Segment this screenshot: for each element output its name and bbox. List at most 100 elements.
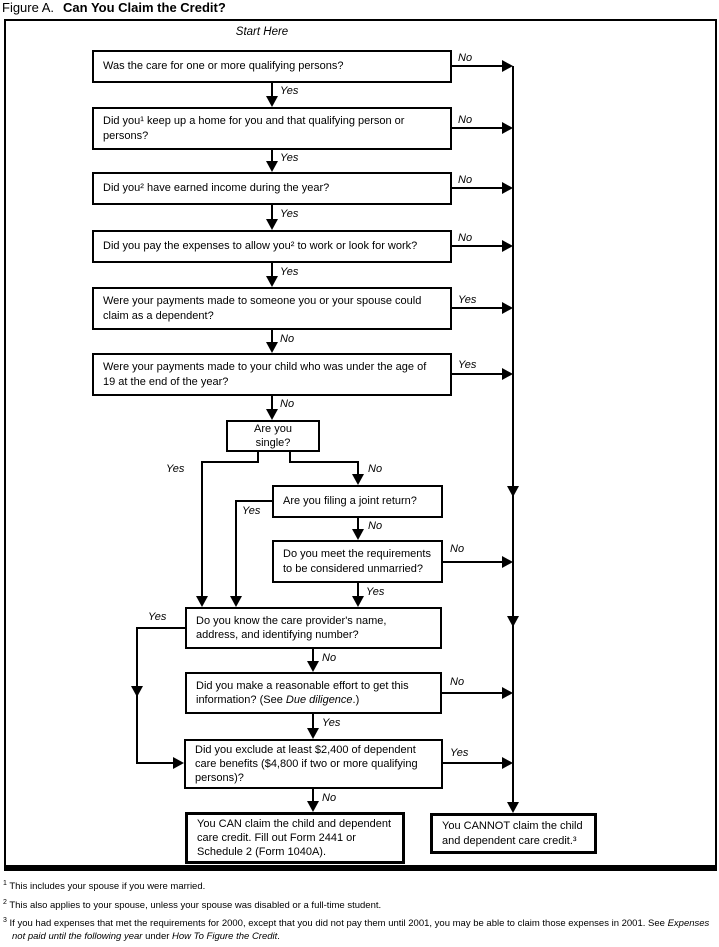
connector-q2-yes: [271, 150, 273, 161]
label-q5-yes: Yes: [458, 294, 477, 306]
box-q11-text: Did you make a reasonable effort to get …: [196, 679, 431, 707]
box-q8-joint-return: Are you filing a joint return?: [272, 485, 443, 518]
right-rail-line: [512, 66, 514, 802]
footnote-3-text-mid: under: [142, 930, 173, 942]
connector-q11-no: [442, 692, 502, 694]
box-q12-text: Did you exclude at least $2,400 of depen…: [195, 743, 418, 785]
label-q11-yes: Yes: [322, 717, 341, 729]
arrowhead-q4-yes: [266, 276, 278, 287]
connector-q12-no: [312, 789, 314, 801]
label-q3-yes: Yes: [280, 208, 299, 220]
connector-q11-yes: [312, 714, 314, 728]
arrowhead-q4-no: [502, 240, 513, 252]
label-q4-yes: Yes: [280, 266, 299, 278]
box-result-cannot-claim: You CANNOT claim the child and dependent…: [430, 813, 597, 854]
box-q4-text: Did you pay the expenses to allow you² t…: [103, 240, 418, 253]
connector-q10-yes-mid-arrowhead: [131, 686, 143, 697]
footnote-2-text: This also applies to your spouse, unless…: [9, 899, 382, 911]
arrowhead-q12-no: [307, 801, 319, 812]
right-rail-mid-arrowhead-2: [507, 616, 519, 627]
box-q2-text: Did you¹ keep up a home for you and that…: [103, 115, 405, 142]
label-q8-no: No: [368, 520, 383, 532]
start-here-label: Start Here: [235, 26, 289, 38]
connector-q7-no-horiz: [289, 461, 359, 463]
label-q9-no: No: [450, 543, 465, 555]
arrowhead-q3-no: [502, 182, 513, 194]
connector-q7-no-stub: [289, 452, 291, 463]
connector-q5-no: [271, 330, 273, 342]
label-q7-no: No: [368, 463, 383, 475]
footnote-3-text-italic1: Expenses not paid until the following ye…: [12, 918, 710, 942]
connector-q9-no: [443, 561, 502, 563]
footnote-2-marker: 2: [3, 898, 7, 906]
label-q6-yes: Yes: [458, 359, 477, 371]
footnote-1-text: This includes your spouse if you were ma…: [9, 881, 206, 893]
connector-q9-yes: [357, 583, 359, 596]
arrowhead-q7-yes: [196, 596, 208, 607]
label-q2-yes: Yes: [280, 152, 299, 164]
footnote-3-text-italic2: How To Figure the Credit: [172, 930, 278, 942]
box-q7-text: Are you single?: [254, 422, 292, 449]
footnotes: 1 This includes your spouse if you were …: [3, 879, 715, 947]
box-q9-considered-unmarried: Do you meet the requirements to be consi…: [272, 540, 443, 583]
box-q1-text: Was the care for one or more qualifying …: [103, 60, 344, 73]
connector-q8-yes-horiz: [235, 500, 272, 502]
connector-q8-no: [357, 518, 359, 529]
label-q12-yes: Yes: [450, 747, 469, 759]
right-rail-mid-arrowhead-1: [507, 486, 519, 497]
arrowhead-q11-no: [502, 687, 513, 699]
label-q11-no: No: [450, 676, 465, 688]
box-q11-reasonable-effort: Did you make a reasonable effort to get …: [185, 672, 442, 714]
footnote-3-text-post: .: [277, 930, 280, 942]
connector-q3-yes: [271, 205, 273, 219]
box-q3-earned-income: Did you² have earned income during the y…: [92, 172, 452, 205]
arrowhead-into-cannot: [507, 802, 519, 813]
label-q3-no: No: [458, 174, 473, 186]
connector-q12-yes: [443, 762, 502, 764]
box-result-can-claim: You CAN claim the child and dependent ca…: [185, 812, 405, 864]
footnote-3: 3 If you had expenses that met the requi…: [3, 916, 715, 943]
box-q1-qualifying-persons: Was the care for one or more qualifying …: [92, 50, 452, 83]
label-q10-no: No: [322, 652, 337, 664]
box-q10-care-provider-info: Do you know the care provider's name, ad…: [185, 607, 442, 649]
arrowhead-q7-no: [352, 474, 364, 485]
footnote-3-marker: 3: [3, 917, 7, 924]
arrowhead-q12-yes: [502, 757, 513, 769]
connector-q4-yes: [271, 263, 273, 276]
arrowhead-q9-no: [502, 556, 513, 568]
connector-q10-no: [312, 649, 314, 661]
arrowhead-q6-no: [266, 409, 278, 420]
arrowhead-q8-no: [352, 529, 364, 540]
connector-q10-yes-horiz2: [136, 762, 174, 764]
label-q5-no: No: [280, 333, 295, 345]
label-q9-yes: Yes: [366, 586, 385, 598]
box-q3-text: Did you² have earned income during the y…: [103, 182, 330, 195]
box-q6-text: Were your payments made to your child wh…: [103, 361, 427, 388]
arrowhead-q5-no: [266, 342, 278, 353]
box-q5-text: Were your payments made to someone you o…: [103, 295, 422, 322]
box-q12-exclude-benefits: Did you exclude at least $2,400 of depen…: [184, 739, 443, 789]
connector-q7-yes-stub: [257, 452, 259, 463]
connector-q1-no: [452, 65, 502, 67]
footnote-1: 1 This includes your spouse if you were …: [3, 879, 715, 894]
label-q2-no: No: [458, 114, 473, 126]
box-q11-text-italic: Due diligence: [285, 694, 353, 706]
box-q9-text: Do you meet the requirements to be consi…: [283, 548, 431, 575]
connector-q7-yes-vert: [201, 461, 203, 596]
arrowhead-q10-no: [307, 661, 319, 672]
connector-q5-yes: [452, 307, 502, 309]
label-q1-no: No: [458, 52, 473, 64]
footnote-2: 2 This also applies to your spouse, unle…: [3, 898, 715, 913]
footnote-1-marker: 1: [3, 880, 7, 887]
connector-q7-yes-horiz: [201, 461, 259, 463]
figure-title-main: Can You Claim the Credit?: [63, 0, 226, 15]
connector-q2-no: [452, 127, 502, 129]
footnote-3-text-pre: If you had expenses that met the require…: [9, 918, 668, 930]
label-q4-no: No: [458, 232, 473, 244]
arrowhead-q6-yes: [502, 368, 513, 380]
box-q2-keep-up-home: Did you¹ keep up a home for you and that…: [92, 107, 452, 150]
box-q7-are-you-single: Are you single?: [226, 420, 320, 452]
box-result-can-text: You CAN claim the child and dependent ca…: [197, 817, 392, 859]
box-q4-expenses-to-work: Did you pay the expenses to allow you² t…: [92, 230, 452, 263]
